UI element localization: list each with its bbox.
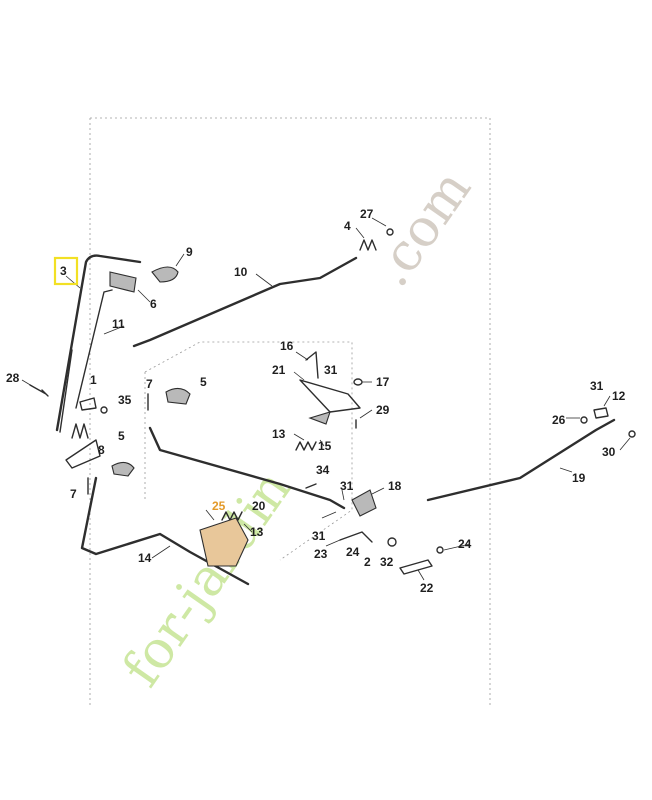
callout-31-d[interactable]: 31	[590, 379, 604, 393]
part-22-link[interactable]	[399, 559, 433, 575]
part-13-spring-lower[interactable]	[221, 511, 243, 521]
inner-frame	[144, 341, 353, 561]
callout-10[interactable]: 10	[234, 265, 248, 279]
part-27-nut[interactable]	[386, 228, 394, 236]
part-30-nut[interactable]	[628, 430, 636, 438]
part-25-bracket[interactable]	[199, 517, 249, 567]
callout-13-lower[interactable]: 13	[250, 525, 264, 539]
callout-14[interactable]: 14	[138, 551, 152, 565]
callout-9[interactable]: 9	[186, 245, 193, 259]
part-3-lever-rod[interactable]	[55, 254, 142, 433]
callout-23[interactable]: 23	[314, 547, 328, 561]
part-35-nut[interactable]	[100, 406, 108, 414]
callout-25[interactable]: 25	[212, 499, 226, 513]
callout-11[interactable]: 11	[112, 317, 125, 331]
callout-8[interactable]: 8	[98, 443, 105, 457]
part-28-bolt[interactable]	[29, 384, 49, 397]
selected-callout-box	[53, 256, 79, 286]
part-24-nut[interactable]	[436, 546, 444, 554]
part-13-spring-upper[interactable]	[295, 441, 317, 451]
callout-2[interactable]: 2	[364, 555, 371, 569]
part-20-shaft[interactable]	[148, 426, 346, 510]
callout-5-upper[interactable]: 5	[200, 375, 207, 389]
part-14-lever[interactable]	[80, 476, 250, 586]
callout-22[interactable]: 22	[420, 581, 434, 595]
callout-7-lower[interactable]: 7	[70, 487, 77, 501]
part-19-cable[interactable]	[426, 418, 616, 502]
callout-26[interactable]: 26	[552, 413, 566, 427]
callout-13-upper[interactable]: 13	[272, 427, 286, 441]
callout-31-c[interactable]: 31	[312, 529, 326, 543]
part-5-pad-lower[interactable]	[111, 461, 135, 477]
callout-28[interactable]: 28	[6, 371, 20, 385]
outer-frame	[89, 117, 491, 706]
callout-16[interactable]: 16	[280, 339, 294, 353]
part-23-lever[interactable]	[339, 531, 373, 543]
callout-3[interactable]: 3	[60, 264, 67, 278]
part-2-washer[interactable]	[387, 537, 397, 547]
part-9-knob[interactable]	[151, 266, 179, 283]
watermark: for-jardin .com	[111, 160, 483, 698]
part-6-grip[interactable]	[109, 271, 137, 293]
callout-29[interactable]: 29	[376, 403, 390, 417]
part-1-clip[interactable]	[79, 397, 97, 411]
callout-15[interactable]: 15	[318, 439, 332, 453]
part-17-washer[interactable]	[353, 378, 363, 386]
callout-1[interactable]: 1	[90, 373, 97, 387]
callout-31-a[interactable]: 31	[324, 363, 338, 377]
callout-6[interactable]: 6	[150, 297, 157, 311]
callouts: 3 9 6 11 10 4 27 28 1 35 7 5 5 8 7 16 21…	[6, 207, 626, 595]
part-21-plate[interactable]	[299, 379, 361, 413]
callout-20[interactable]: 20	[252, 499, 266, 513]
callout-30[interactable]: 30	[602, 445, 616, 459]
part-26-nut[interactable]	[580, 416, 588, 424]
callout-18[interactable]: 18	[388, 479, 402, 493]
part-15-plate[interactable]	[308, 411, 331, 425]
part-12-ferrule[interactable]	[593, 407, 609, 419]
leader-lines	[21, 217, 631, 581]
callout-21[interactable]: 21	[272, 363, 286, 377]
watermark-green-text: for-jardin	[111, 460, 303, 698]
callout-12[interactable]: 12	[612, 389, 626, 403]
callout-5-lower[interactable]: 5	[118, 429, 125, 443]
callout-35[interactable]: 35	[118, 393, 132, 407]
callout-7-upper[interactable]: 7	[146, 377, 153, 391]
part-5-pad-upper[interactable]	[165, 387, 191, 405]
part-10-rod[interactable]	[132, 256, 358, 348]
callout-32[interactable]: 32	[380, 555, 394, 569]
callout-27[interactable]: 27	[360, 207, 374, 221]
callout-31-b[interactable]: 31	[340, 479, 354, 493]
callout-19[interactable]: 19	[572, 471, 586, 485]
callout-24-right[interactable]: 24	[458, 537, 472, 551]
callout-34[interactable]: 34	[316, 463, 330, 477]
callout-24-left[interactable]: 24	[346, 545, 360, 559]
part-16-latch[interactable]	[305, 351, 319, 379]
callout-4[interactable]: 4	[344, 219, 351, 233]
part-34-pin[interactable]	[305, 483, 317, 489]
part-18-bracket[interactable]	[351, 489, 377, 517]
part-11-rod[interactable]	[75, 289, 113, 409]
watermark-brown-text: .com	[361, 160, 483, 298]
callout-17[interactable]: 17	[376, 375, 390, 389]
part-8-bracket[interactable]	[65, 423, 101, 469]
part-4-spring[interactable]	[359, 239, 377, 251]
